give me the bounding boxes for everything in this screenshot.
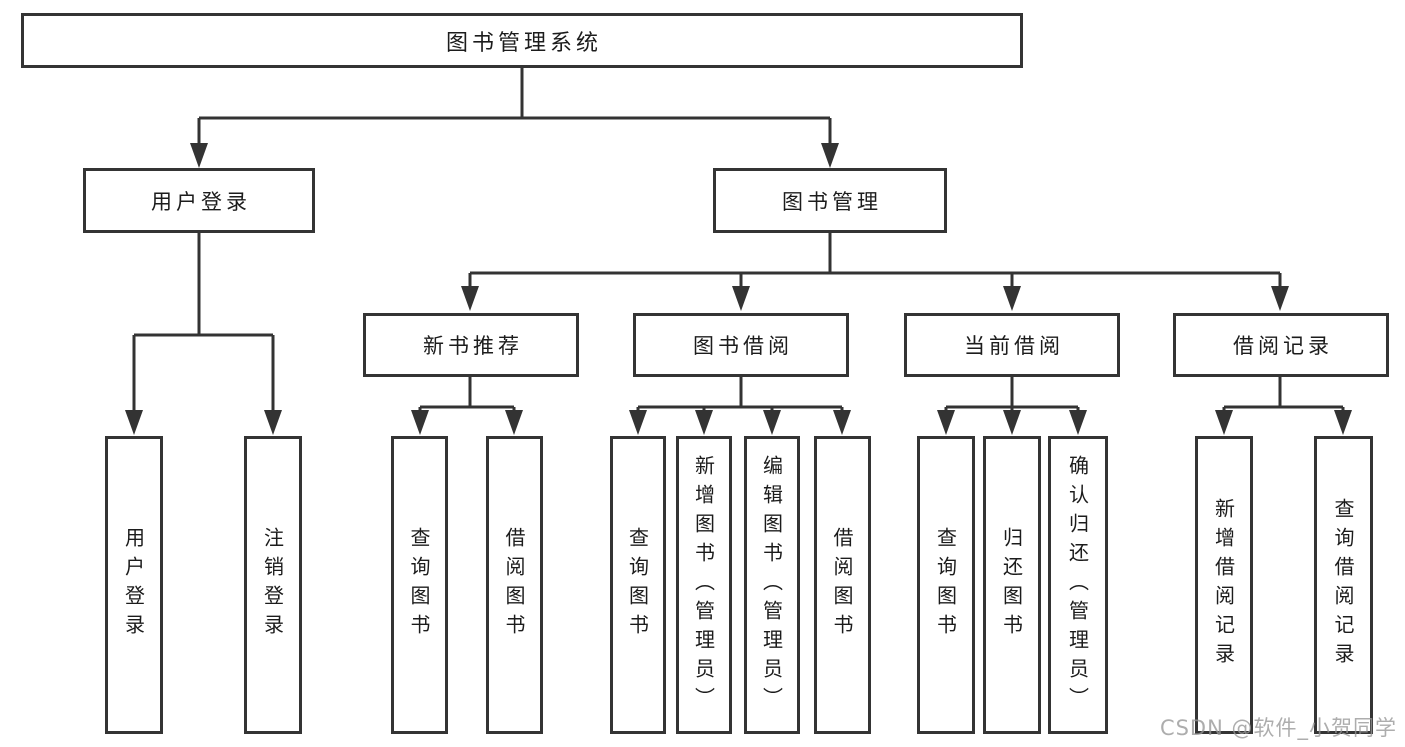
node-book-borrow-label: 图书借阅 xyxy=(693,334,793,358)
leaf-borrow-query-book: 查询图书 xyxy=(610,436,666,734)
node-user-login: 用户登录 xyxy=(83,168,315,233)
connector-current-borrow-children xyxy=(937,377,1087,435)
connector-records-children xyxy=(1215,377,1352,435)
leaf-current-return-book-label: 归还图书 xyxy=(999,527,1024,643)
leaf-current-query-book: 查询图书 xyxy=(917,436,975,734)
leaf-current-query-book-label: 查询图书 xyxy=(933,527,958,643)
connector-root-to-level2 xyxy=(190,68,839,168)
leaf-user-login: 用户登录 xyxy=(105,436,163,734)
leaf-logout: 注销登录 xyxy=(244,436,302,734)
connector-user-login-children xyxy=(125,233,282,435)
leaf-borrow-borrow-book: 借阅图书 xyxy=(814,436,871,734)
leaf-current-return-book: 归还图书 xyxy=(983,436,1041,734)
leaf-borrow-add-book-admin: 新增图书（管理员） xyxy=(676,436,732,734)
leaf-records-query-record: 查询借阅记录 xyxy=(1314,436,1373,734)
node-new-book-recommend-label: 新书推荐 xyxy=(423,334,523,358)
node-new-book-recommend: 新书推荐 xyxy=(363,313,579,377)
leaf-records-add-record-label: 新增借阅记录 xyxy=(1211,498,1236,672)
leaf-user-login-label: 用户登录 xyxy=(121,527,146,643)
leaf-logout-label: 注销登录 xyxy=(260,527,285,643)
node-book-management-label: 图书管理 xyxy=(782,189,882,214)
leaf-borrow-edit-book-admin: 编辑图书（管理员） xyxy=(744,436,800,734)
node-root-label: 图书管理系统 xyxy=(445,30,602,56)
leaf-borrow-borrow-book-label: 借阅图书 xyxy=(830,527,854,643)
leaf-newrec-query-book: 查询图书 xyxy=(391,436,448,734)
node-current-borrow: 当前借阅 xyxy=(904,313,1120,377)
leaf-newrec-query-book-label: 查询图书 xyxy=(407,527,431,643)
node-borrow-records: 借阅记录 xyxy=(1173,313,1389,377)
node-book-management: 图书管理 xyxy=(713,168,947,233)
node-current-borrow-label: 当前借阅 xyxy=(964,334,1064,358)
leaf-borrow-add-book-admin-label: 新增图书（管理员） xyxy=(691,454,716,716)
leaf-current-confirm-return-admin-label: 确认归还（管理员） xyxy=(1065,454,1090,716)
leaf-newrec-borrow-book-label: 借阅图书 xyxy=(502,527,526,643)
leaf-borrow-edit-book-admin-label: 编辑图书（管理员） xyxy=(759,454,784,716)
watermark-text: CSDN @软件_小贺同学 xyxy=(1159,716,1397,740)
leaf-borrow-query-book-label: 查询图书 xyxy=(625,527,650,643)
connector-book-mgmt-children xyxy=(461,233,1289,311)
node-book-borrow: 图书借阅 xyxy=(633,313,849,377)
connector-book-borrow-children xyxy=(629,377,851,435)
leaf-current-confirm-return-admin: 确认归还（管理员） xyxy=(1048,436,1108,734)
leaf-newrec-borrow-book: 借阅图书 xyxy=(486,436,543,734)
node-user-login-label: 用户登录 xyxy=(151,189,251,214)
leaf-records-query-record-label: 查询借阅记录 xyxy=(1331,498,1355,672)
node-borrow-records-label: 借阅记录 xyxy=(1233,334,1333,358)
connector-new-book-children xyxy=(411,377,523,435)
node-root: 图书管理系统 xyxy=(21,13,1023,68)
leaf-records-add-record: 新增借阅记录 xyxy=(1195,436,1253,734)
